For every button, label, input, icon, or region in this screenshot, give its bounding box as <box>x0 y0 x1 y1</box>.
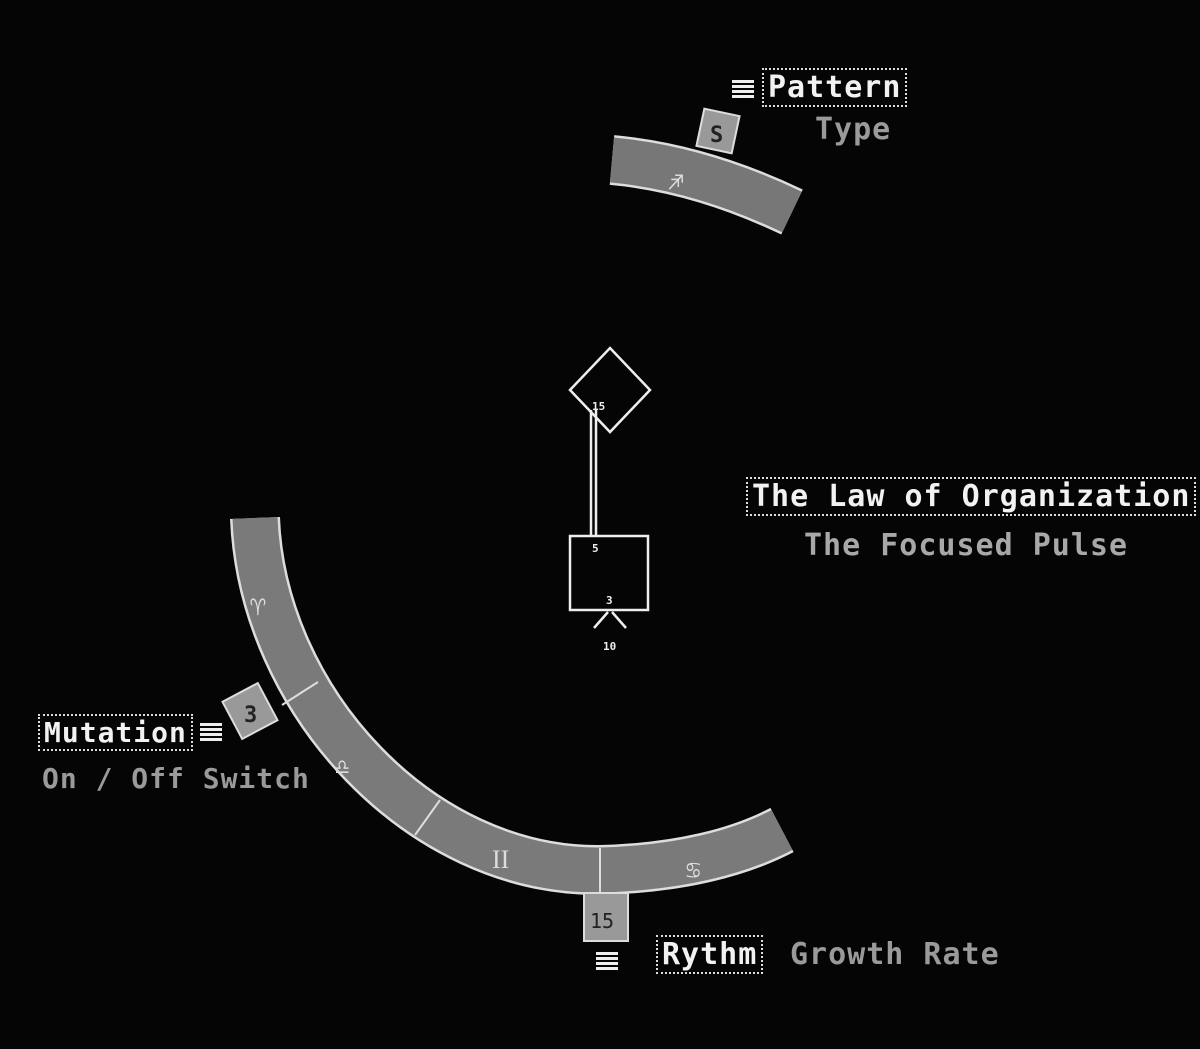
pattern-band[interactable]: S ♐ <box>609 107 803 235</box>
sagittarius-glyph: ♐ <box>668 167 684 197</box>
mutation-tab[interactable] <box>221 681 279 741</box>
main-arc-band[interactable]: ♈ ♎ II ♋ 3 15 <box>221 516 794 942</box>
square-node <box>568 534 650 612</box>
pattern-tab-label: S <box>710 123 723 148</box>
node-top-value: 15 <box>592 400 605 413</box>
pattern-sublabel: Type <box>815 112 892 147</box>
mutation-sublabel: On / Off Switch <box>42 762 310 795</box>
page-subtitle: The Focused Pulse <box>804 528 1129 563</box>
pattern-label[interactable]: Pattern <box>762 68 908 107</box>
mutation-label[interactable]: Mutation <box>38 714 193 751</box>
pattern-menu-icon[interactable] <box>732 80 754 100</box>
gemini-glyph: II <box>492 845 509 874</box>
node-bottom-in-value: 3 <box>606 594 613 607</box>
libra-glyph: ♎ <box>335 753 349 781</box>
pulse-node <box>568 346 652 629</box>
node-mid-value: 5 <box>592 542 599 555</box>
rythm-tab-label: 15 <box>590 909 614 933</box>
cancer-glyph: ♋ <box>686 856 700 884</box>
rythm-label[interactable]: Rythm <box>656 935 764 974</box>
diamond-node <box>568 346 652 434</box>
rythm-sublabel: Growth Rate <box>790 937 1000 972</box>
rythm-tab[interactable] <box>583 892 629 942</box>
pattern-tab[interactable] <box>695 107 741 155</box>
aries-glyph: ♈ <box>250 592 266 622</box>
rythm-menu-icon[interactable] <box>596 952 618 972</box>
node-bottom-out-value: 10 <box>603 640 616 653</box>
mutation-tab-label: 3 <box>244 703 257 728</box>
page-title: The Law of Organization <box>746 477 1197 516</box>
mutation-menu-icon[interactable] <box>200 723 222 743</box>
